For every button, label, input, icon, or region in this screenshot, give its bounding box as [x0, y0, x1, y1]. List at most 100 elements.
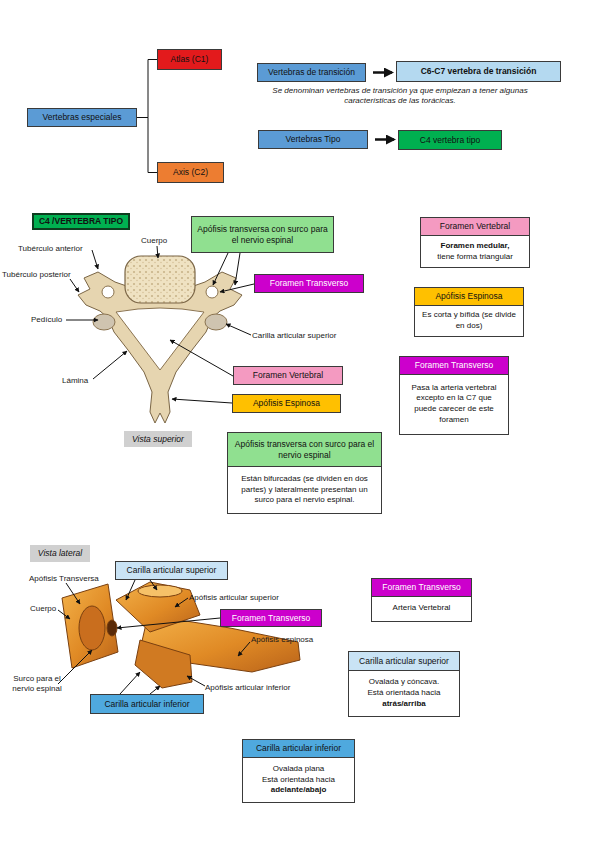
label-box: Carilla articular superior: [115, 561, 228, 580]
box-label: Vista lateral: [38, 548, 82, 559]
part-label: Cuerpo: [30, 604, 56, 614]
transverse-foramen: [102, 286, 114, 298]
label-box: C4 vertebra tipo: [398, 130, 502, 150]
label-box: Axis (C2): [157, 162, 224, 183]
leader-line: [126, 580, 135, 600]
note-card: Carilla articular inferiorOvalada planaE…: [242, 739, 355, 803]
note-text: atrás/arriba: [354, 699, 454, 710]
box-label: Foramen Transverso: [232, 613, 310, 624]
leader-line: [58, 650, 92, 684]
note-card: Foramen TransversoArteria Vertebral: [371, 578, 472, 622]
box-label: Apófisis transversa con surco para el ne…: [196, 224, 329, 245]
label-box: Vertebras de transición: [257, 63, 366, 82]
note-card: Carilla articular superiorOvalada y cónc…: [348, 651, 460, 717]
label-box: Vista lateral: [30, 545, 90, 562]
leader-line: [170, 340, 233, 376]
note-text: Está orientada hacia: [248, 775, 349, 786]
note-body: Ovalada planaEstá orientada haciaadelant…: [242, 758, 355, 803]
vertebra-superior-view: [78, 256, 242, 423]
leader-line: [58, 610, 70, 619]
label-box: Apófisis Espinosa: [232, 394, 341, 413]
leader-line: [175, 598, 188, 607]
note-text: tiene forma triangular: [426, 252, 524, 263]
arrow-connector: [375, 138, 394, 141]
box-label: Vertebras de transición: [268, 67, 355, 78]
note-card: Foramen VertebralForamen medular,tiene f…: [420, 217, 530, 268]
note-text: Ovalada plana: [248, 764, 349, 775]
box-label: Apófisis Espinosa: [253, 398, 320, 409]
note-heading: Foramen Transverso: [371, 578, 472, 597]
box-label: Vista superior: [132, 434, 184, 445]
transverse-foramen: [107, 620, 117, 636]
arrow-connector: [373, 71, 392, 74]
box-label: Axis (C2): [173, 167, 208, 178]
box-label: Carilla articular inferior: [104, 699, 189, 710]
note-text: Pasa la arteria vertebral excepto en la …: [405, 383, 503, 426]
leader-line: [235, 253, 240, 285]
part-label: Surco para el nervio espinal: [12, 674, 62, 694]
leader-line: [220, 284, 254, 292]
note-text: Está orientada hacia: [354, 688, 454, 699]
transverse-foramen: [206, 286, 218, 298]
vertebral-body: [62, 584, 118, 668]
note-body: Pasa la arteria vertebral excepto en la …: [399, 375, 509, 435]
part-label: Se denominan vertebras de transición ya …: [255, 86, 545, 106]
leader-line: [172, 399, 232, 403]
label-box: Vertebras especiales: [27, 108, 137, 127]
leader-lines: [66, 246, 254, 403]
part-label: Apófisis espinosa: [251, 635, 313, 645]
note-text: Están bifurcadas (se dividen en dos part…: [233, 474, 376, 506]
leader-line: [66, 583, 80, 604]
bracket-connector: [137, 118, 157, 173]
label-box: C6-C7 vertebra de transición: [396, 61, 561, 82]
part-label: Cuerpo: [141, 236, 167, 246]
vertebral-foramen: [116, 308, 204, 370]
note-text: Arteria Vertebral: [377, 603, 466, 614]
label-box: C4 /VERTEBRA TIPO: [32, 213, 130, 230]
leader-line: [213, 253, 228, 285]
label-box: Vista superior: [124, 431, 192, 447]
inferior-articular-process: [135, 640, 192, 688]
transverse-process: [79, 606, 105, 650]
note-text: adelante/abajo: [248, 785, 349, 796]
note-heading: Apófisis Espinosa: [414, 287, 524, 306]
articular-facet: [205, 314, 227, 330]
box-label: Atlas (C1): [171, 54, 209, 65]
leader-line: [92, 250, 98, 269]
box-label: C4 vertebra tipo: [420, 135, 480, 146]
note-card: Apófisis Espinosa Es corta y bífida (se d…: [414, 287, 524, 337]
note-heading: Apófisis transversa con surco para el ne…: [227, 432, 382, 467]
box-label: Vertebras Tipo: [286, 134, 341, 145]
leader-line: [66, 320, 98, 321]
part-label: Pedículo: [31, 315, 62, 325]
label-box: Vertebras Tipo: [258, 130, 368, 149]
note-text: Es corta y bífida (se divide en dos): [420, 310, 518, 332]
leader-line: [187, 676, 205, 686]
label-box: Foramen Vertebral: [233, 366, 343, 385]
label-box: Carilla articular inferior: [90, 694, 204, 714]
leader-line: [120, 672, 140, 694]
note-heading: Foramen Vertebral: [420, 217, 530, 236]
label-box: Foramen Transverso: [220, 609, 322, 627]
vertebral-body: [125, 256, 195, 303]
box-label: C4 /VERTEBRA TIPO: [39, 216, 123, 227]
part-label: Tubérculo posterior: [2, 270, 71, 280]
part-label: Apófisis articular inferior: [205, 683, 290, 693]
note-text: Foramen medular,: [426, 241, 524, 252]
box-label: Foramen Transverso: [270, 278, 348, 289]
box-label: Carilla articular superior: [127, 565, 217, 576]
leader-line: [238, 642, 250, 656]
bracket-connector: [137, 60, 157, 118]
note-text: Ovalada y cóncava.: [354, 677, 454, 688]
note-body: Ovalada y cóncava.Está orientada haciaat…: [348, 671, 460, 717]
part-label: Tubérculo anterior: [18, 244, 83, 254]
leader-line: [150, 580, 157, 590]
box-label: Foramen Vertebral: [253, 370, 323, 381]
leader-line: [117, 618, 220, 628]
note-body: Es corta y bífida (se divide en dos): [414, 306, 524, 337]
